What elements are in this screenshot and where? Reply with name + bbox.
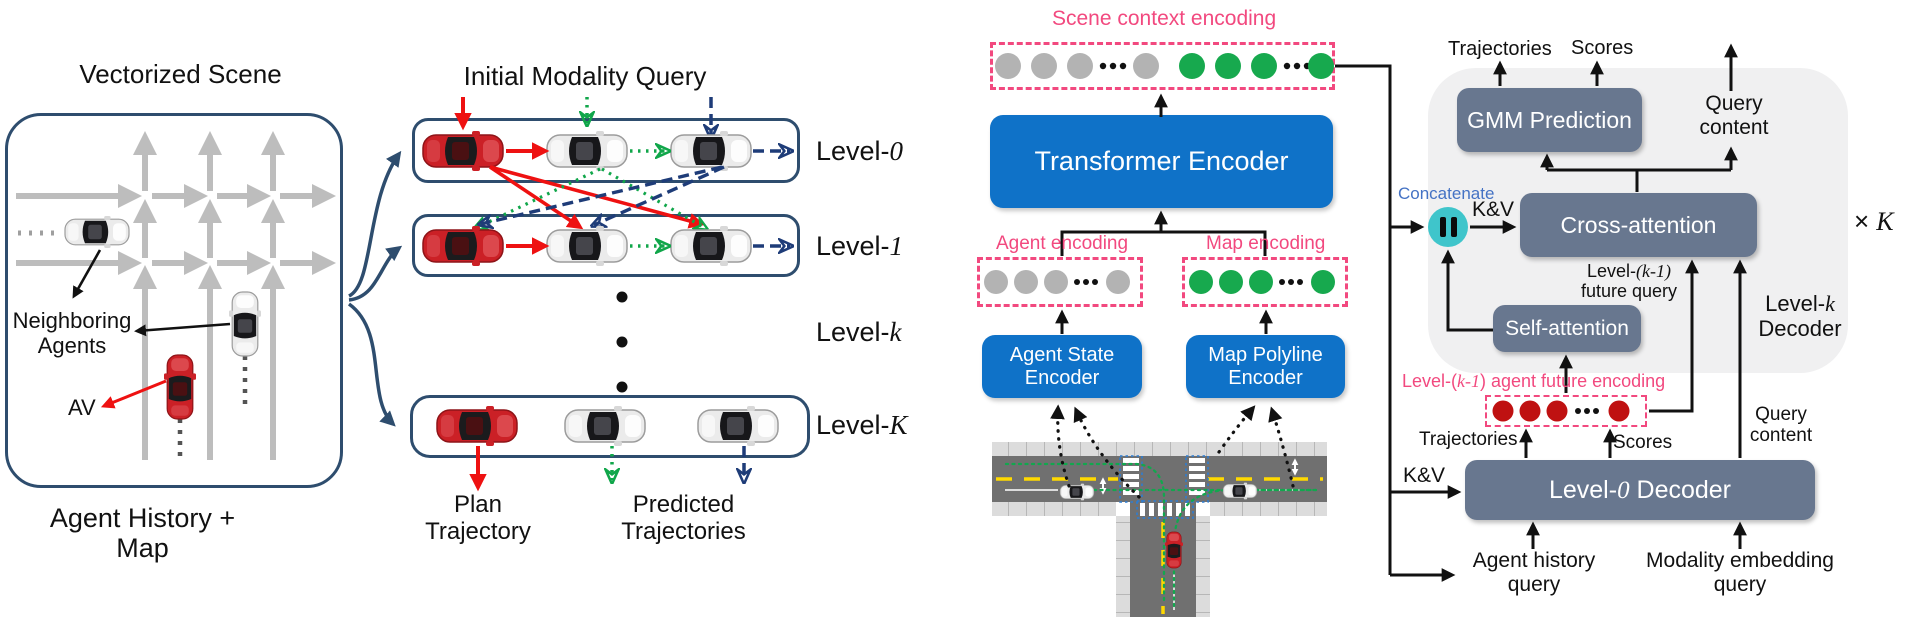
map-polyline-encoder-box: Map Polyline Encoder: [1186, 335, 1345, 398]
agent-state-encoder-box: Agent State Encoder: [982, 335, 1142, 398]
self-attention-label: Self-attention: [1505, 316, 1629, 340]
modality-embedding-query-label: Modality embedding query: [1646, 549, 1834, 596]
level-1-prefix: Level-: [816, 231, 890, 261]
agent-future-encoding-box: [1485, 395, 1647, 427]
level-1-var: 1: [889, 231, 904, 261]
car-white-icon: [1222, 482, 1258, 500]
transformer-encoder-label: Transformer Encoder: [1034, 146, 1289, 176]
level-K-var: K: [889, 410, 908, 440]
future-query-label: Level-(k-1) future query: [1572, 261, 1686, 301]
level-0-decoder-box: Level-0 Decoder: [1465, 460, 1815, 520]
av-label: AV: [68, 395, 96, 420]
agent-future-var: k-1: [1457, 371, 1481, 391]
concatenate-label: Concatenate: [1398, 184, 1495, 203]
query-content-bottom-label: Query content: [1749, 404, 1813, 447]
level-k-decoder-line1: Level-k: [1765, 291, 1835, 316]
level-K-prefix: Level-: [816, 410, 890, 440]
car-red-icon: [1164, 531, 1184, 569]
agent-history-map-caption: Agent History + Map: [49, 503, 236, 564]
level-K-label: Level-K: [816, 410, 908, 440]
future-query-var: (k-1): [1636, 261, 1671, 281]
agent-history-query-label: Agent history query: [1472, 549, 1596, 596]
level-1-label: Level-1: [816, 231, 903, 261]
scores-bottom-label: Scores: [1613, 432, 1673, 453]
map-polyline-encoder-label: Map Polyline Encoder: [1208, 343, 1323, 389]
vertical-ellipsis-icon: [616, 291, 628, 393]
agent-future-encoding-label: Level-(k-1) agent future encoding: [1402, 371, 1665, 391]
road-scene-icon: [992, 404, 1327, 617]
initial-modality-query-title: Initial Modality Query: [463, 61, 707, 91]
scores-top-label: Scores: [1571, 37, 1634, 59]
concatenate-node-icon: [1428, 207, 1468, 247]
level-K-row-box: [410, 395, 810, 458]
level-0-label: Level-0: [816, 136, 903, 166]
cross-attention-box: Cross-attention: [1520, 193, 1757, 257]
scene-context-encoding-box: [990, 42, 1335, 90]
agent-future-suffix: ) agent future encoding: [1480, 371, 1666, 391]
level-0-decoder-suffix: Decoder: [1629, 475, 1732, 504]
plan-trajectory-label: Plan Trajectory: [425, 491, 531, 545]
kv-top-label: K&V: [1472, 198, 1515, 221]
self-attention-box: Self-attention: [1493, 305, 1641, 352]
level-1-row-box: [412, 214, 800, 277]
vectorized-scene-title: Vectorized Scene: [79, 59, 282, 89]
times-sign: ×: [1854, 206, 1870, 236]
concatenate-bar-icon: [1450, 217, 1457, 237]
trajectories-bottom-label: Trajectories: [1419, 429, 1518, 450]
level-k-var: k: [889, 317, 902, 347]
transformer-encoder-box: Transformer Encoder: [990, 115, 1333, 208]
gmm-prediction-box: GMM Prediction: [1457, 88, 1642, 152]
level-k-decoder-prefix: Level-: [1765, 291, 1826, 316]
times-var: K: [1876, 207, 1894, 236]
scene-context-encoding-label: Scene context encoding: [1052, 7, 1277, 30]
cross-attention-label: Cross-attention: [1560, 211, 1717, 238]
car-white-icon: [1059, 483, 1095, 501]
level-0-row-box: [412, 118, 800, 183]
level-0-decoder-var: 0: [1617, 476, 1630, 504]
kv-bottom-label: K&V: [1403, 464, 1446, 487]
level-0-prefix: Level-: [816, 136, 890, 166]
map-encoding-label: Map encoding: [1206, 233, 1326, 254]
agent-encoding-label: Agent encoding: [996, 233, 1129, 254]
level-0-var: 0: [889, 136, 904, 166]
concatenate-bar-icon: [1439, 217, 1446, 237]
agent-state-encoder-label: Agent State Encoder: [1009, 343, 1115, 389]
level-k-prefix: Level-: [816, 317, 890, 347]
level-k-decoder-label: Level-k Decoder: [1748, 291, 1852, 341]
future-query-line2: future query: [1580, 281, 1678, 302]
predicted-trajectories-label: Predicted Trajectories: [621, 491, 746, 545]
vectorized-scene-box: [5, 113, 343, 488]
fanout-curves-icon: [347, 150, 403, 427]
agent-future-prefix: Level-(: [1402, 371, 1458, 391]
neighboring-agents-label: Neighboring Agents: [12, 308, 132, 358]
agent-encoding-box: [977, 257, 1143, 307]
trajectories-top-label: Trajectories: [1448, 38, 1552, 60]
gmm-prediction-label: GMM Prediction: [1467, 106, 1632, 133]
level-0-decoder-label: Level-0 Decoder: [1549, 476, 1731, 505]
level-k-label: Level-k: [816, 317, 902, 347]
future-query-line1: Level-(k-1): [1587, 261, 1671, 281]
level-k-decoder-line2: Decoder: [1758, 315, 1842, 341]
query-content-top-label: Query content: [1699, 92, 1769, 139]
map-encoding-box: [1182, 257, 1348, 307]
level-k-decoder-var: k: [1825, 291, 1835, 316]
future-query-prefix: Level-: [1586, 261, 1637, 281]
repeat-k-label: ×K: [1854, 206, 1894, 236]
level-0-decoder-prefix: Level-: [1548, 475, 1618, 504]
